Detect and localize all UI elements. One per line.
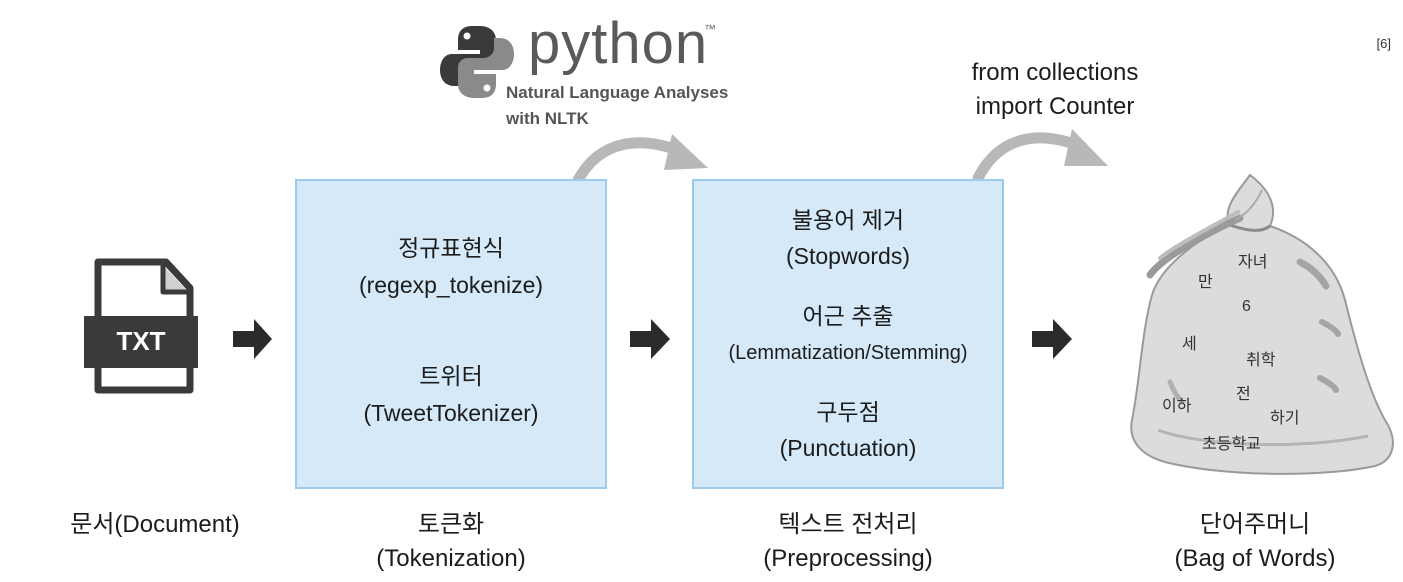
python-subtitle-line1: Natural Language Analyses: [506, 80, 728, 106]
bag-word: 6: [1242, 298, 1251, 316]
python-wordmark: python: [528, 14, 708, 74]
bag-word: 취학: [1246, 346, 1275, 370]
tweet-label-en: (TweetTokenizer): [297, 398, 605, 429]
punctuation-label-kr: 구두점: [694, 397, 1002, 428]
preprocessing-caption-kr: 텍스트 전처리: [692, 508, 1004, 542]
bag-word: 전: [1236, 380, 1251, 404]
bag-caption-kr: 단어주머니: [1130, 508, 1380, 542]
bag-caption-en: (Bag of Words): [1130, 542, 1380, 576]
python-subtitle-line2: with NLTK: [506, 106, 589, 132]
stopwords-label-kr: 불용어 제거: [694, 205, 1002, 236]
tokenization-caption-kr: 토큰화: [295, 508, 607, 542]
bag-word: 자녀: [1238, 248, 1267, 272]
trademark-symbol: ™: [704, 22, 716, 36]
stemming-label-kr: 어근 추출: [694, 301, 1002, 332]
regexp-label-kr: 정규표현식: [297, 233, 605, 264]
bag-word: 하기: [1270, 404, 1299, 428]
tokenization-box: 정규표현식 (regexp_tokenize) 트위터 (TweetTokeni…: [295, 179, 607, 489]
arrow-right-icon: [233, 319, 272, 359]
curved-arrow-icon: [978, 129, 1108, 178]
arrow-right-icon: [630, 319, 670, 359]
arrow-right-icon: [1032, 319, 1072, 359]
bag-word: 초등학교: [1202, 430, 1261, 454]
preprocessing-caption-en: (Preprocessing): [692, 542, 1004, 576]
stemming-label-en: (Lemmatization/Stemming): [694, 338, 1002, 369]
bag-icon: [1131, 175, 1393, 474]
stopwords-label-en: (Stopwords): [694, 241, 1002, 272]
txt-icon-label: TXT: [84, 326, 198, 357]
bag-word: 만: [1198, 268, 1213, 292]
curved-arrow-icon: [578, 134, 708, 180]
bag-word: 이하: [1162, 392, 1191, 416]
code-line-1: from collections: [935, 56, 1175, 90]
code-line-2: import Counter: [935, 90, 1175, 124]
reference-label: [6]: [1377, 36, 1391, 51]
regexp-label-en: (regexp_tokenize): [297, 270, 605, 301]
bag-word: 세: [1182, 330, 1197, 354]
python-logo-icon: [440, 26, 514, 98]
tokenization-caption-en: (Tokenization): [295, 542, 607, 576]
document-caption: 문서(Document): [30, 508, 280, 542]
tweet-label-kr: 트위터: [297, 361, 605, 392]
preprocessing-box: 불용어 제거 (Stopwords) 어근 추출 (Lemmatization/…: [692, 179, 1004, 489]
punctuation-label-en: (Punctuation): [694, 433, 1002, 464]
